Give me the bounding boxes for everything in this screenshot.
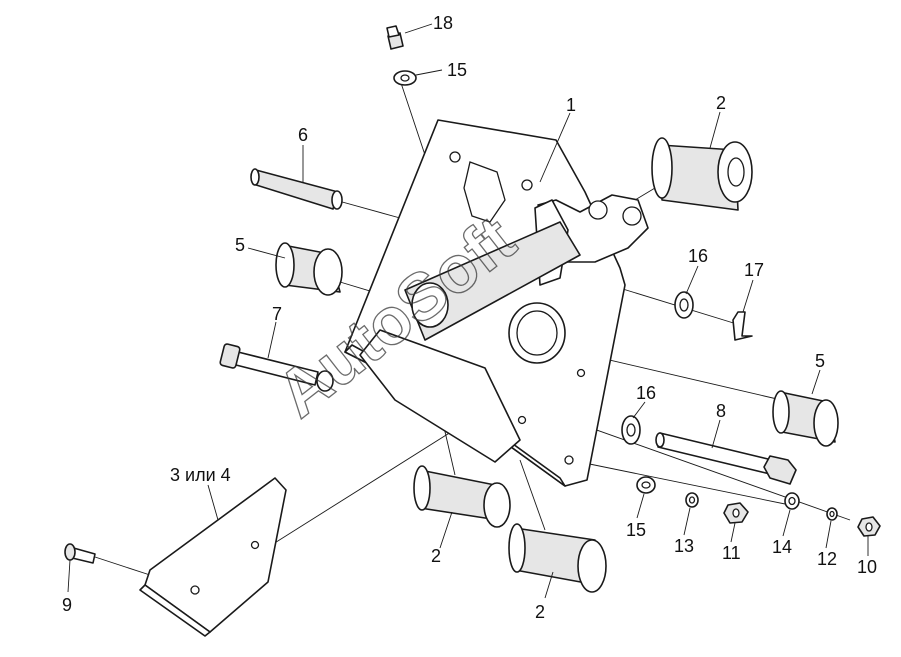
- bolt-9: [64, 543, 96, 564]
- leader-lines: [67, 23, 869, 599]
- callout-5-left: 5: [235, 235, 245, 255]
- callout-1: 1: [566, 95, 576, 115]
- bolt-7: [219, 343, 334, 392]
- callout-17: 17: [744, 260, 764, 280]
- callout-10: 10: [857, 557, 877, 577]
- callout-13: 13: [674, 536, 694, 556]
- bushing-2-bottom: [508, 523, 607, 593]
- bushing-2-center: [413, 465, 511, 528]
- callout-2-bottom: 2: [535, 602, 545, 622]
- lock-washer-12: [826, 507, 838, 521]
- bracket-3-4: [139, 477, 287, 637]
- sleeve-5-left: [275, 242, 343, 296]
- callout-2-center: 2: [431, 546, 441, 566]
- callout-8: 8: [716, 401, 726, 421]
- callout-15-top: 15: [447, 60, 467, 80]
- grease-fitting-18: [386, 25, 404, 50]
- callout-12: 12: [817, 549, 837, 569]
- callout-16-upper: 16: [688, 246, 708, 266]
- nut-11: [723, 502, 749, 524]
- callout-5-right: 5: [815, 351, 825, 371]
- washer-15-lower: [636, 476, 656, 494]
- washer-16-upper: [674, 291, 694, 319]
- bolt-8: [655, 432, 797, 485]
- callout-9: 9: [62, 595, 72, 615]
- washer-14: [784, 492, 800, 510]
- callout-18: 18: [433, 13, 453, 33]
- callout-15-lower: 15: [626, 520, 646, 540]
- bushing-2-top: [651, 137, 753, 211]
- callout-6: 6: [298, 125, 308, 145]
- lock-washer-13: [685, 492, 699, 508]
- callout-2-top: 2: [716, 93, 726, 113]
- callout-3-4: 3 или 4: [170, 465, 231, 485]
- washer-15-top: [393, 70, 417, 86]
- callout-14: 14: [772, 537, 792, 557]
- cotter-pin-17: [732, 311, 753, 341]
- pin-6: [250, 168, 343, 210]
- callout-7: 7: [272, 304, 282, 324]
- callout-labels: 18 15 1 2 6 5 16 17 7 5 16 8 3 или 4 15 …: [62, 13, 877, 622]
- pivot-tube: [404, 221, 581, 364]
- washer-16-lower: [621, 415, 641, 445]
- nut-10: [857, 516, 881, 537]
- sleeve-5-right: [772, 390, 839, 447]
- callout-16-lower: 16: [636, 383, 656, 403]
- callout-11: 11: [722, 543, 741, 563]
